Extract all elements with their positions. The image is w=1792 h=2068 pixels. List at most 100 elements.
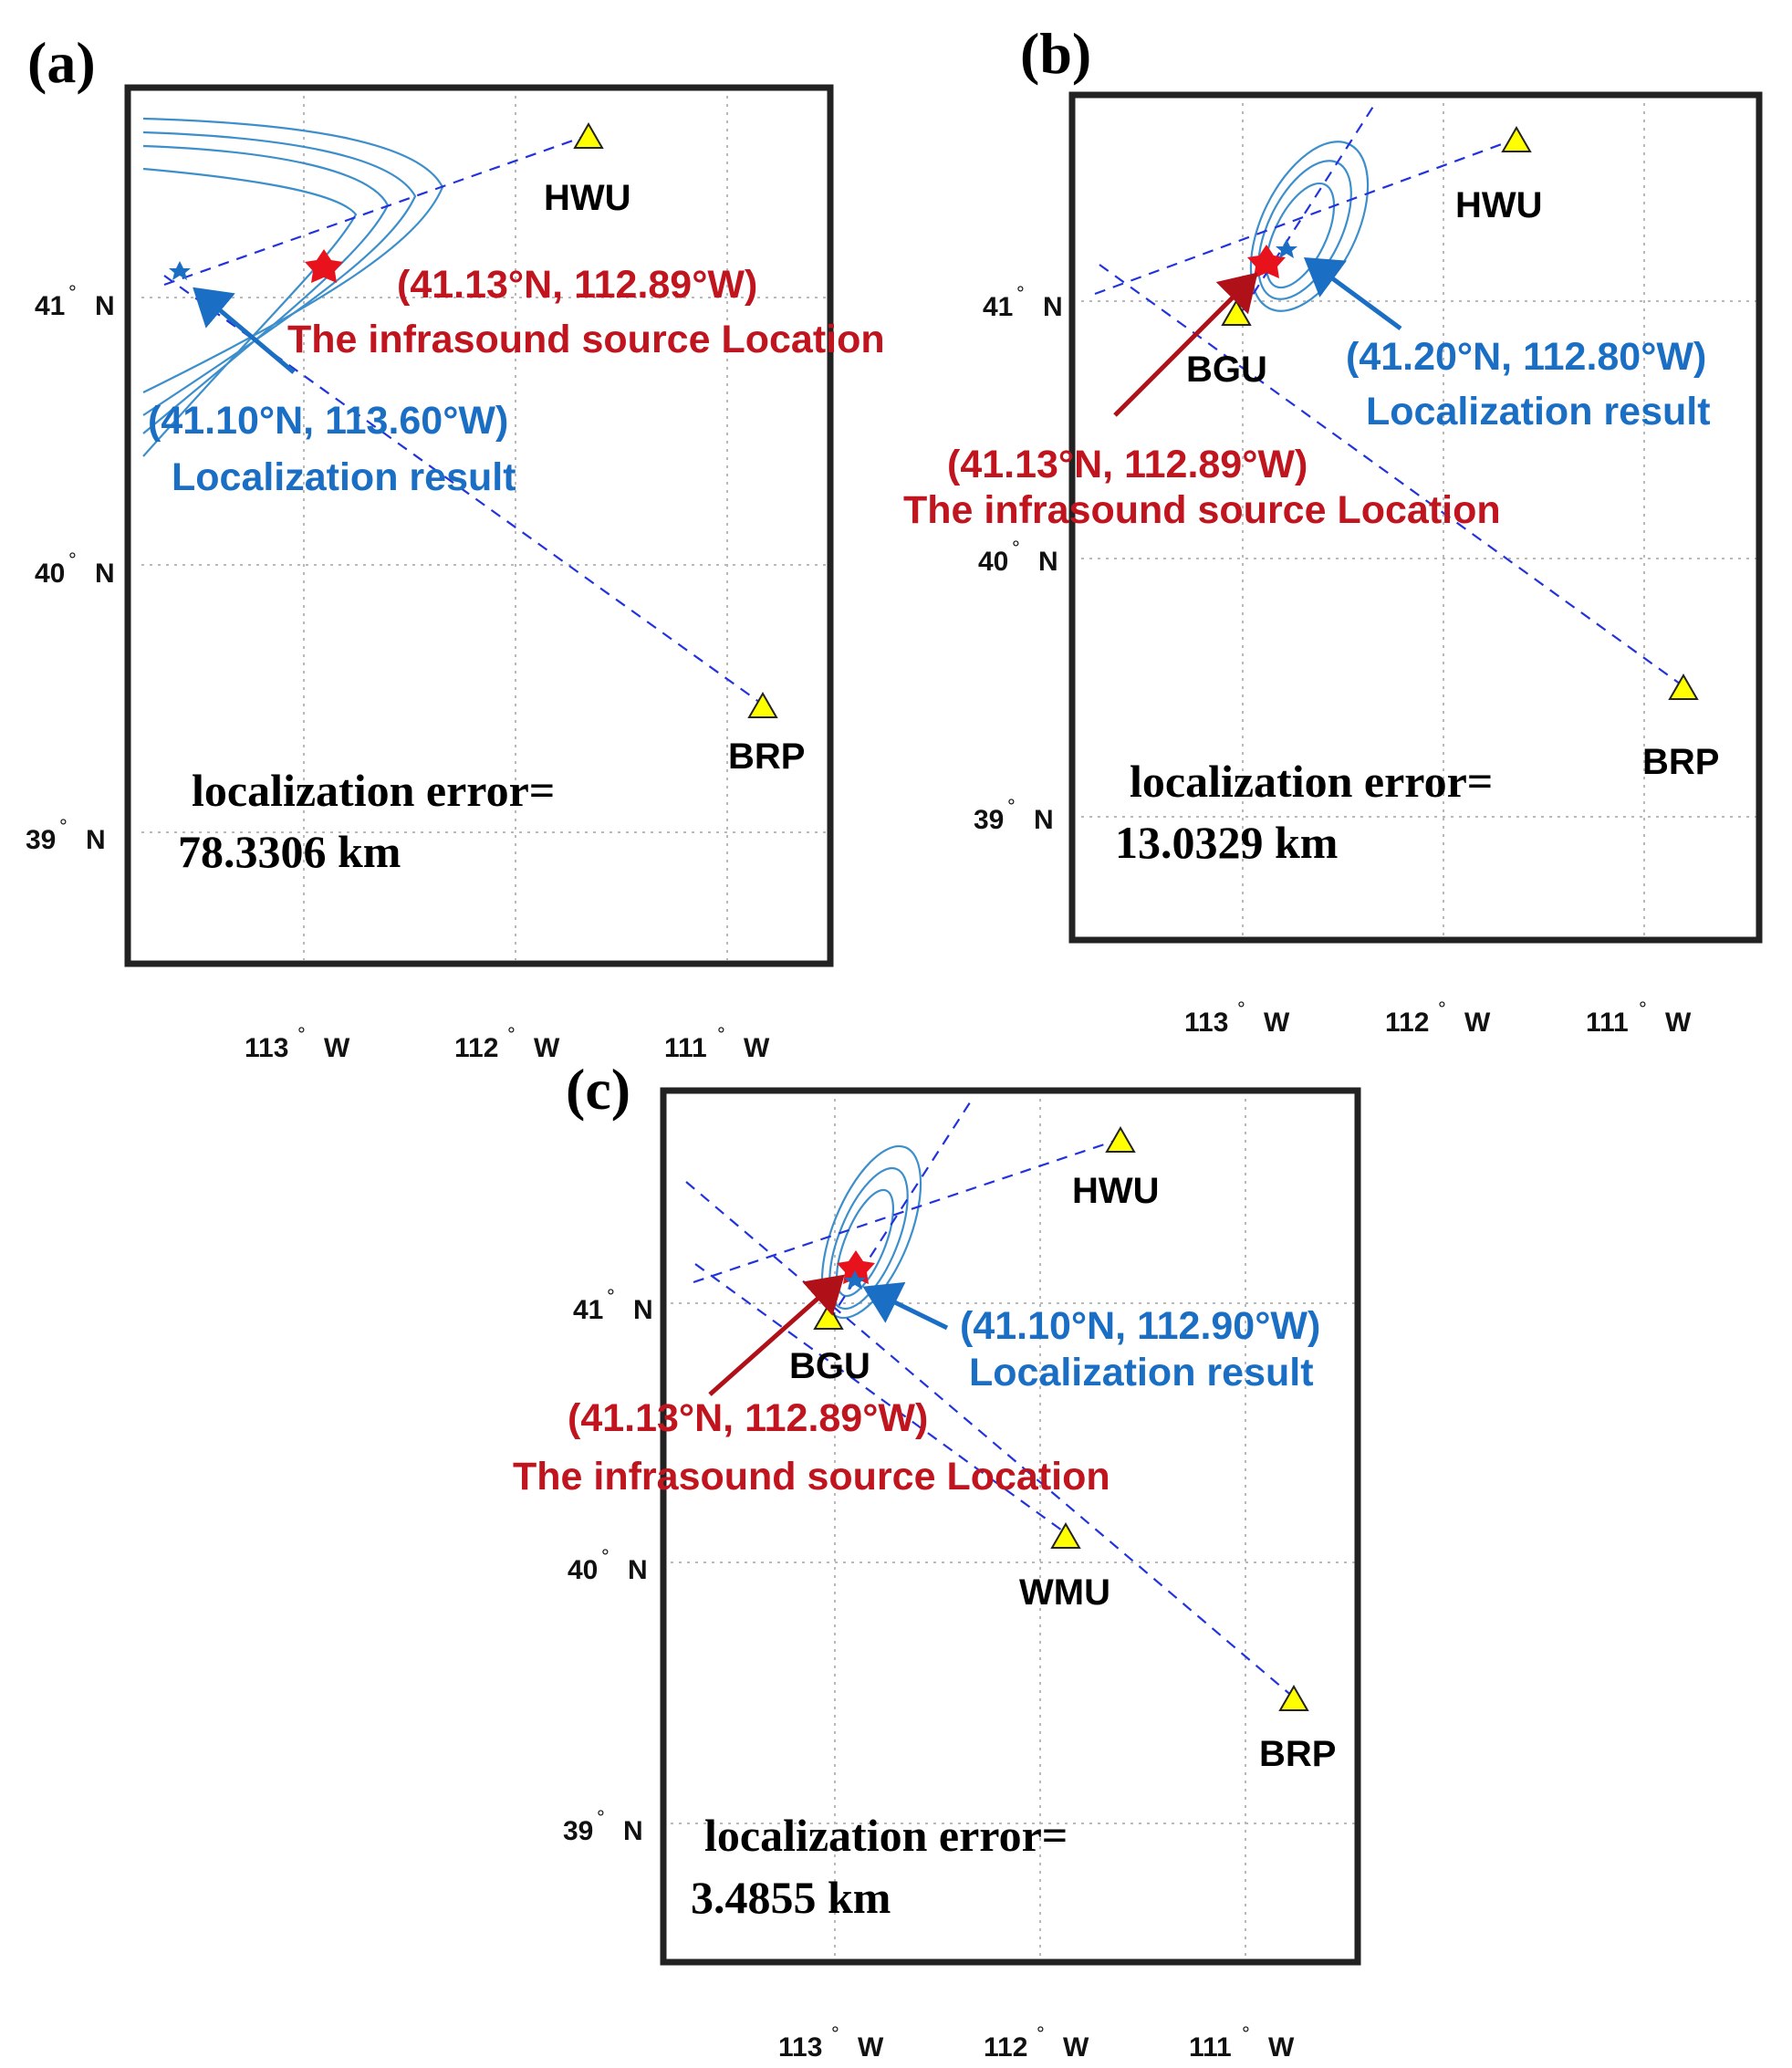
- svg-text:41: 41: [35, 291, 65, 321]
- lat-tick-39: 39°N: [563, 1806, 643, 1846]
- panel-c-letter: (c): [566, 1057, 630, 1122]
- lat-tick-40: 40°N: [978, 537, 1058, 577]
- svg-text:N: N: [95, 291, 115, 321]
- source-label: The infrasound source Location: [903, 488, 1501, 532]
- panel-b-latitude-ticks: 41°N 40°N 39°N: [974, 282, 1063, 835]
- station-triangle-icon: [1278, 1684, 1309, 1711]
- station-brp: BRP: [1259, 1684, 1336, 1774]
- result-coordinates: (41.10°N, 113.60°W): [148, 399, 508, 443]
- panel-b-gridlines: [1081, 95, 1759, 940]
- source-pointer-arrow: [708, 1274, 845, 1396]
- svg-text:°: °: [68, 548, 77, 571]
- station-label: BGU: [789, 1346, 870, 1386]
- svg-text:°: °: [1037, 2022, 1045, 2045]
- source-annotation: (41.13°N, 112.89°W) The infrasound sourc…: [903, 443, 1501, 532]
- panel-c-longitude-ticks: 113°W 112°W 111°W: [778, 2022, 1295, 2063]
- svg-text:°: °: [1438, 997, 1446, 1020]
- lon-tick-111: 111°W: [1189, 2022, 1295, 2063]
- svg-text:°: °: [601, 1545, 609, 1568]
- result-pointer-arrow: [193, 287, 296, 374]
- svg-text:40: 40: [568, 1555, 598, 1585]
- svg-text:W: W: [1665, 1008, 1692, 1038]
- svg-text:W: W: [744, 1033, 770, 1063]
- result-pointer-arrow: [1303, 257, 1402, 331]
- svg-text:112: 112: [1385, 1008, 1429, 1038]
- source-annotation: (41.13°N, 112.89°W) The infrasound sourc…: [287, 263, 885, 361]
- svg-text:41: 41: [573, 1295, 603, 1325]
- source-coordinates: (41.13°N, 112.89°W): [397, 263, 757, 307]
- station-triangle-icon: [1105, 1125, 1136, 1153]
- svg-text:W: W: [324, 1033, 350, 1063]
- result-star-icon: [169, 261, 191, 280]
- station-triangle-icon: [1501, 125, 1532, 152]
- svg-text:N: N: [95, 559, 115, 589]
- svg-text:N: N: [1034, 805, 1054, 835]
- svg-text:39: 39: [26, 825, 56, 855]
- panel-b-error-contours: [1249, 141, 1370, 312]
- station-hwu: HWU: [1072, 1125, 1160, 1211]
- result-annotation: (41.10°N, 112.90°W) Localization result: [960, 1304, 1320, 1394]
- station-triangle-icon: [1668, 673, 1699, 700]
- lon-tick-113: 113 ° W: [778, 2022, 884, 2063]
- station-label: HWU: [1072, 1171, 1160, 1211]
- svg-text:N: N: [633, 1295, 653, 1325]
- svg-text:111: 111: [1189, 2032, 1232, 2063]
- station-triangle-icon: [747, 691, 778, 718]
- panel-c-error-contours: [820, 1144, 922, 1320]
- svg-text:°: °: [1016, 282, 1025, 305]
- svg-text:°: °: [717, 1023, 725, 1046]
- svg-text:°: °: [1639, 997, 1647, 1020]
- panel-c-map-frame: [660, 1087, 1361, 1966]
- source-star-icon: [1247, 245, 1286, 278]
- svg-text:39: 39: [563, 1816, 593, 1846]
- station-hwu: HWU: [1455, 125, 1543, 225]
- panel-b-map-frame: [1068, 91, 1763, 944]
- panel-c: (c) 41°N 40°N: [513, 1057, 1361, 2063]
- station-bgu: BGU: [789, 1302, 870, 1386]
- error-value: 78.3306 km: [178, 826, 401, 877]
- svg-text:°: °: [68, 281, 77, 304]
- svg-text:113: 113: [778, 2032, 822, 2063]
- svg-text:112: 112: [454, 1033, 498, 1063]
- svg-text:°: °: [507, 1023, 516, 1046]
- station-label: BRP: [1642, 742, 1719, 782]
- svg-text:W: W: [858, 2032, 884, 2063]
- panel-c-latitude-ticks: 41°N 40°N 39°N: [563, 1285, 653, 1846]
- svg-text:°: °: [597, 1806, 605, 1829]
- source-label: The infrasound source Location: [287, 318, 885, 361]
- error-annotation: localization error= 78.3306 km: [178, 765, 555, 877]
- svg-text:°: °: [1007, 795, 1016, 818]
- error-label: localization error=: [1130, 756, 1493, 807]
- panel-a: (a) 41°N 40°N: [26, 30, 885, 1063]
- lat-tick-39: 39°N: [26, 815, 106, 855]
- error-value: 3.4855 km: [691, 1872, 891, 1923]
- svg-text:40: 40: [35, 559, 65, 589]
- station-wmu: WMU: [1019, 1521, 1110, 1613]
- error-value: 13.0329 km: [1115, 817, 1338, 868]
- svg-text:W: W: [1464, 1008, 1491, 1038]
- lat-tick-40: 40° N: [35, 548, 115, 589]
- result-annotation: (41.20°N, 112.80°W) Localization result: [1346, 335, 1711, 433]
- error-annotation: localization error= 13.0329 km: [1115, 756, 1493, 868]
- station-triangle-icon: [813, 1302, 844, 1330]
- svg-text:°: °: [59, 815, 68, 838]
- station-bgu: BGU: [1186, 298, 1267, 390]
- svg-text:°: °: [831, 2022, 839, 2045]
- station-label: BRP: [1259, 1734, 1336, 1774]
- panel-b-letter: (b): [1020, 21, 1091, 86]
- station-triangle-icon: [573, 121, 604, 149]
- svg-text:W: W: [1264, 1008, 1290, 1038]
- svg-text:41: 41: [983, 292, 1013, 322]
- station-label: BGU: [1186, 350, 1267, 390]
- lat-tick-41: 41° N: [573, 1285, 653, 1325]
- panel-a-latitude-ticks: 41°N 40°N 39°N: [26, 281, 115, 855]
- svg-text:°: °: [1237, 997, 1245, 1020]
- svg-text:°: °: [1242, 2022, 1250, 2045]
- svg-text:W: W: [1063, 2032, 1089, 2063]
- lat-tick-39: 39°N: [974, 795, 1054, 835]
- lat-tick-41: 41° N: [35, 281, 115, 321]
- svg-text:°: °: [607, 1285, 615, 1308]
- lon-tick-113: 113°W: [1184, 997, 1290, 1038]
- svg-text:N: N: [628, 1555, 648, 1585]
- station-label: HWU: [544, 178, 631, 218]
